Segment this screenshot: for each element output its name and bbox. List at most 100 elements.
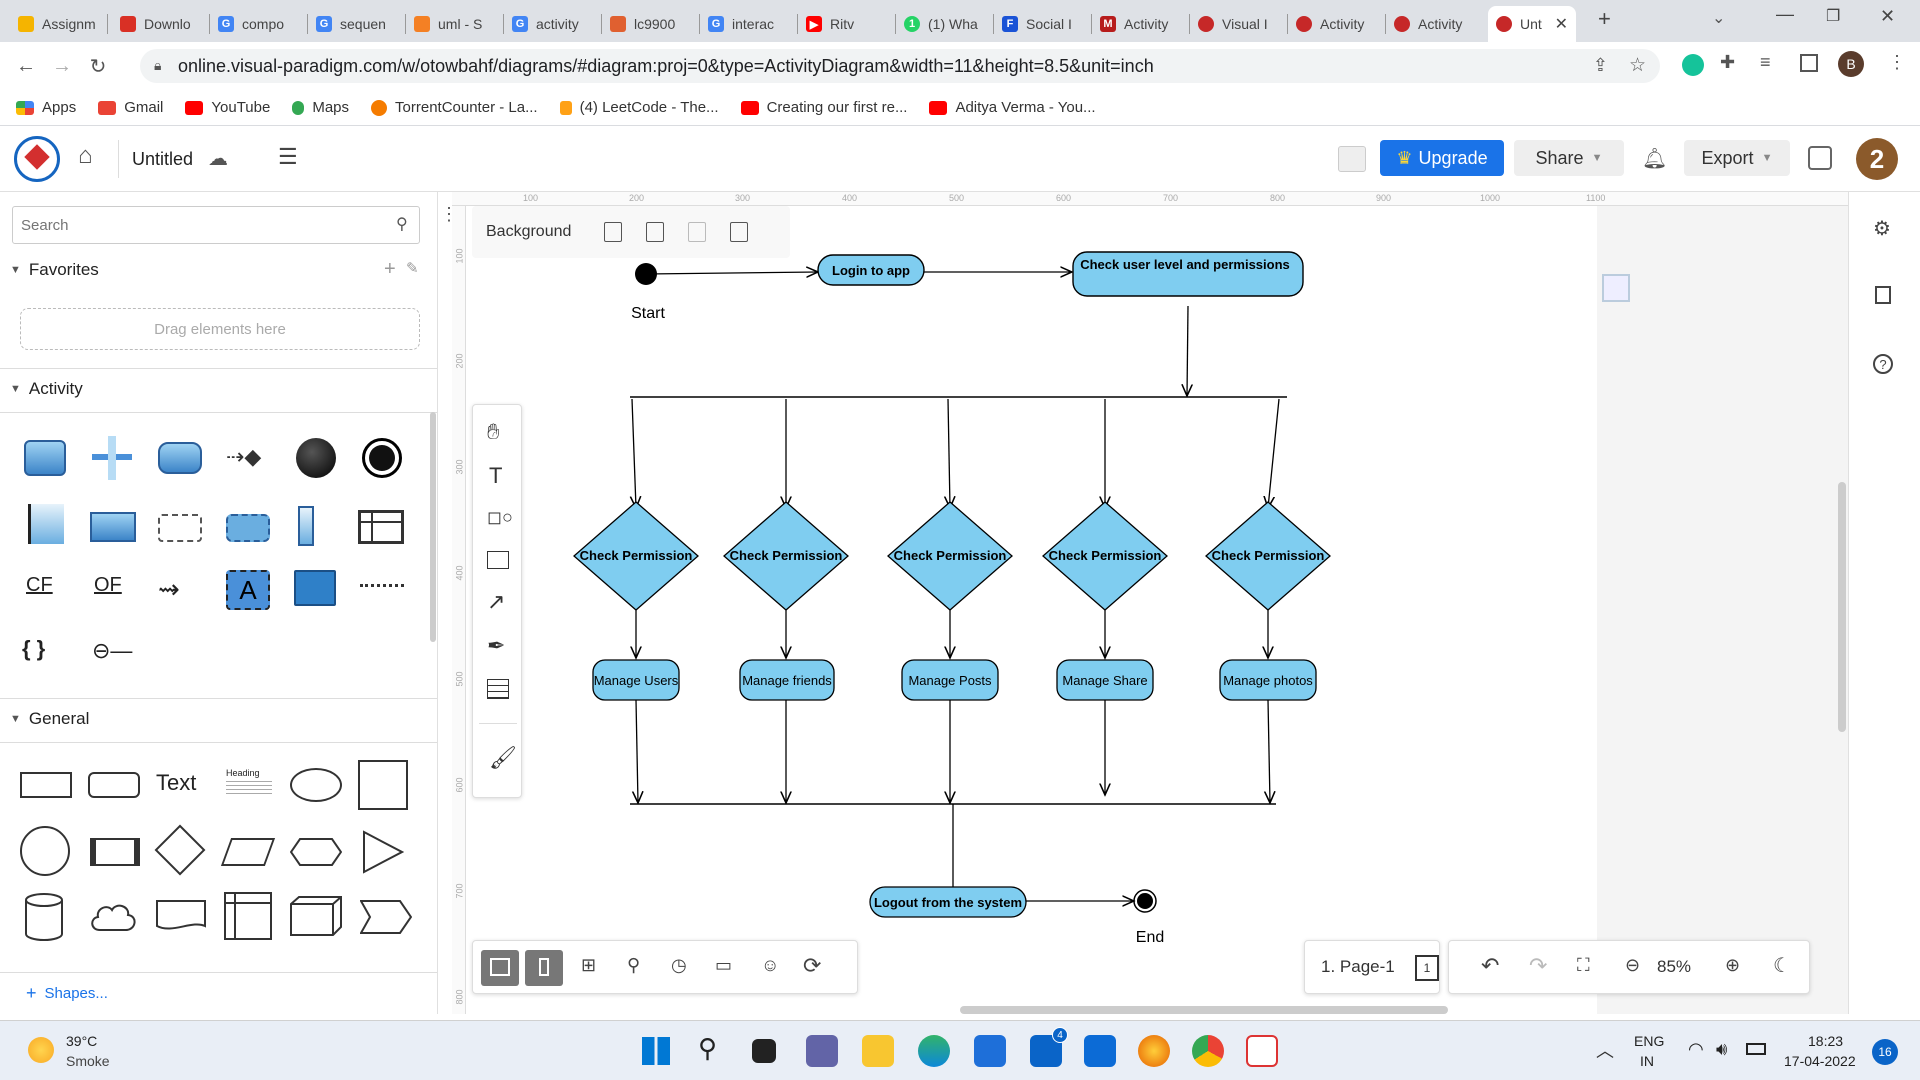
cylinder-shape[interactable] <box>24 892 64 942</box>
browser-tab-active[interactable]: Unt✕ <box>1488 6 1576 42</box>
input-pin-shape[interactable]: ⊖— <box>92 638 133 663</box>
cube-shape[interactable] <box>290 896 342 936</box>
page-tab[interactable]: 1. Page-1 1 <box>1304 940 1440 994</box>
flow-edge[interactable] <box>1187 305 1188 396</box>
action-node-5[interactable] <box>1219 659 1317 701</box>
task-view-icon[interactable] <box>752 1039 776 1063</box>
dark-mode-moon-icon[interactable]: ☾ <box>1773 955 1791 977</box>
cloud-save-icon[interactable]: ☁ <box>208 148 228 170</box>
weather-temp[interactable]: 39°C <box>66 1033 98 1049</box>
triangle-shape[interactable] <box>362 830 405 874</box>
start-node[interactable] <box>635 263 657 285</box>
parallelogram-shape[interactable] <box>220 838 276 866</box>
control-flow-shape[interactable]: CF <box>26 574 53 596</box>
partition-shape[interactable] <box>298 506 314 546</box>
note-shape[interactable] <box>294 570 336 606</box>
snipping-tool-icon[interactable] <box>1246 1035 1278 1067</box>
action-shape[interactable] <box>24 440 66 476</box>
video-icon[interactable]: ▭ <box>715 955 733 975</box>
copy-background-icon[interactable] <box>646 222 664 242</box>
weather-icon[interactable] <box>28 1037 54 1063</box>
add-background-icon[interactable] <box>604 222 622 242</box>
browser-tab[interactable]: 1(1) Wha <box>896 6 994 42</box>
teams-icon[interactable] <box>806 1035 838 1067</box>
forward-arrow-icon[interactable]: → <box>52 54 72 77</box>
page-thumbnail-icon[interactable] <box>1602 274 1630 302</box>
close-window-icon[interactable]: ✕ <box>1880 6 1896 26</box>
weather-condition[interactable]: Smoke <box>66 1053 110 1069</box>
notification-count-badge[interactable]: 16 <box>1872 1039 1898 1065</box>
new-tab-button[interactable]: + <box>1598 6 1611 31</box>
browser-tab[interactable]: Activity <box>1386 6 1484 42</box>
chevron-shape[interactable] <box>359 900 413 934</box>
diamond-shape[interactable] <box>154 824 206 876</box>
activity-section-header[interactable]: ▼Activity <box>10 379 83 398</box>
hamburger-menu-icon[interactable]: ☰ <box>278 144 298 169</box>
background-label[interactable]: Background <box>486 223 572 240</box>
internal-storage-shape[interactable] <box>224 892 272 940</box>
reading-list-icon[interactable]: ≡ <box>1760 52 1771 72</box>
document-title[interactable]: Untitled <box>132 149 194 169</box>
anchor-shape[interactable] <box>360 584 404 590</box>
visual-paradigm-logo[interactable] <box>14 136 60 182</box>
initial-node-shape[interactable] <box>296 438 336 478</box>
upgrade-button[interactable]: ♛Upgrade <box>1380 140 1504 176</box>
browser-tab[interactable]: uml - S <box>406 6 504 42</box>
pen-tool-icon[interactable]: ✒︎ <box>487 633 506 658</box>
restore-window-icon[interactable]: ❐ <box>1826 8 1841 25</box>
flow-edge[interactable] <box>645 272 818 274</box>
outline-icon[interactable]: ⊞ <box>581 955 597 975</box>
notification-bell-icon[interactable]: 🔔︎ <box>1642 148 1668 170</box>
search-icon[interactable]: ⚲ <box>698 1033 718 1063</box>
home-icon[interactable]: ⌂ <box>78 142 93 169</box>
mail-icon[interactable]: 4 <box>1030 1027 1068 1067</box>
image-tool-icon[interactable] <box>487 551 509 569</box>
layers-icon[interactable] <box>1875 286 1891 304</box>
side-panel-icon[interactable] <box>1800 54 1818 72</box>
chrome-icon[interactable] <box>1192 1035 1224 1067</box>
bookmark-creating-first[interactable]: Creating our first re... <box>740 99 907 116</box>
region-indicator[interactable]: IN <box>1640 1053 1654 1069</box>
zoom-out-icon[interactable]: ⊖ <box>1625 955 1641 975</box>
text-tool-icon[interactable]: T <box>489 463 503 488</box>
action-node-1[interactable] <box>592 659 680 701</box>
zoom-level[interactable]: 85% <box>1657 957 1692 976</box>
hexagon-shape[interactable] <box>289 838 343 866</box>
decision-node-2[interactable] <box>723 501 849 611</box>
tab-search-icon[interactable]: ⌄ <box>1712 10 1726 27</box>
action-node-3[interactable] <box>901 659 999 701</box>
clock-time[interactable]: 18:23 <box>1808 1033 1844 1049</box>
login-activity[interactable] <box>817 254 925 286</box>
general-section-header[interactable]: ▼General <box>10 709 90 728</box>
interruptible-region-shape[interactable] <box>158 514 202 542</box>
browser-tab[interactable]: Activity <box>1288 6 1386 42</box>
file-explorer-icon[interactable] <box>862 1035 894 1067</box>
bookmark-star-icon[interactable]: ☆ <box>1628 55 1646 76</box>
profile-avatar[interactable]: B <box>1838 51 1864 77</box>
favorites-section-header[interactable]: ▼Favorites + ✎ <box>10 258 419 280</box>
powershell-icon[interactable] <box>1084 1035 1116 1067</box>
browser-tab[interactable]: Assignm <box>10 6 108 42</box>
close-tab-icon[interactable]: ✕ <box>1554 16 1568 33</box>
vertical-scrollbar[interactable] <box>1838 482 1846 732</box>
text-shape[interactable]: Text <box>156 770 197 795</box>
browser-tab[interactable]: lc9900 <box>602 6 700 42</box>
diagram-canvas[interactable]: 100 200 300 400 500 600 700 800 900 1000… <box>452 192 1848 1014</box>
activity-shape[interactable] <box>158 442 202 474</box>
document-shape[interactable] <box>156 900 206 934</box>
language-indicator[interactable]: ENG <box>1634 1033 1665 1049</box>
rectangle-shape[interactable] <box>20 772 72 798</box>
undo-icon[interactable]: ↶ <box>1481 953 1500 978</box>
flow-edge[interactable] <box>1268 699 1270 803</box>
object-flow-connector-shape[interactable]: OF <box>94 574 122 596</box>
bookmark-aditya-verma[interactable]: Aditya Verma - You... <box>929 99 1096 116</box>
presentation-icon[interactable] <box>1338 146 1366 172</box>
object-node-shape[interactable] <box>90 512 136 542</box>
decision-node-shape[interactable]: ⇢◆ <box>226 444 262 469</box>
fit-screen-icon[interactable]: ⛶ <box>1577 955 1590 975</box>
logout-activity[interactable] <box>869 886 1027 918</box>
shape-search-input[interactable] <box>12 206 420 244</box>
